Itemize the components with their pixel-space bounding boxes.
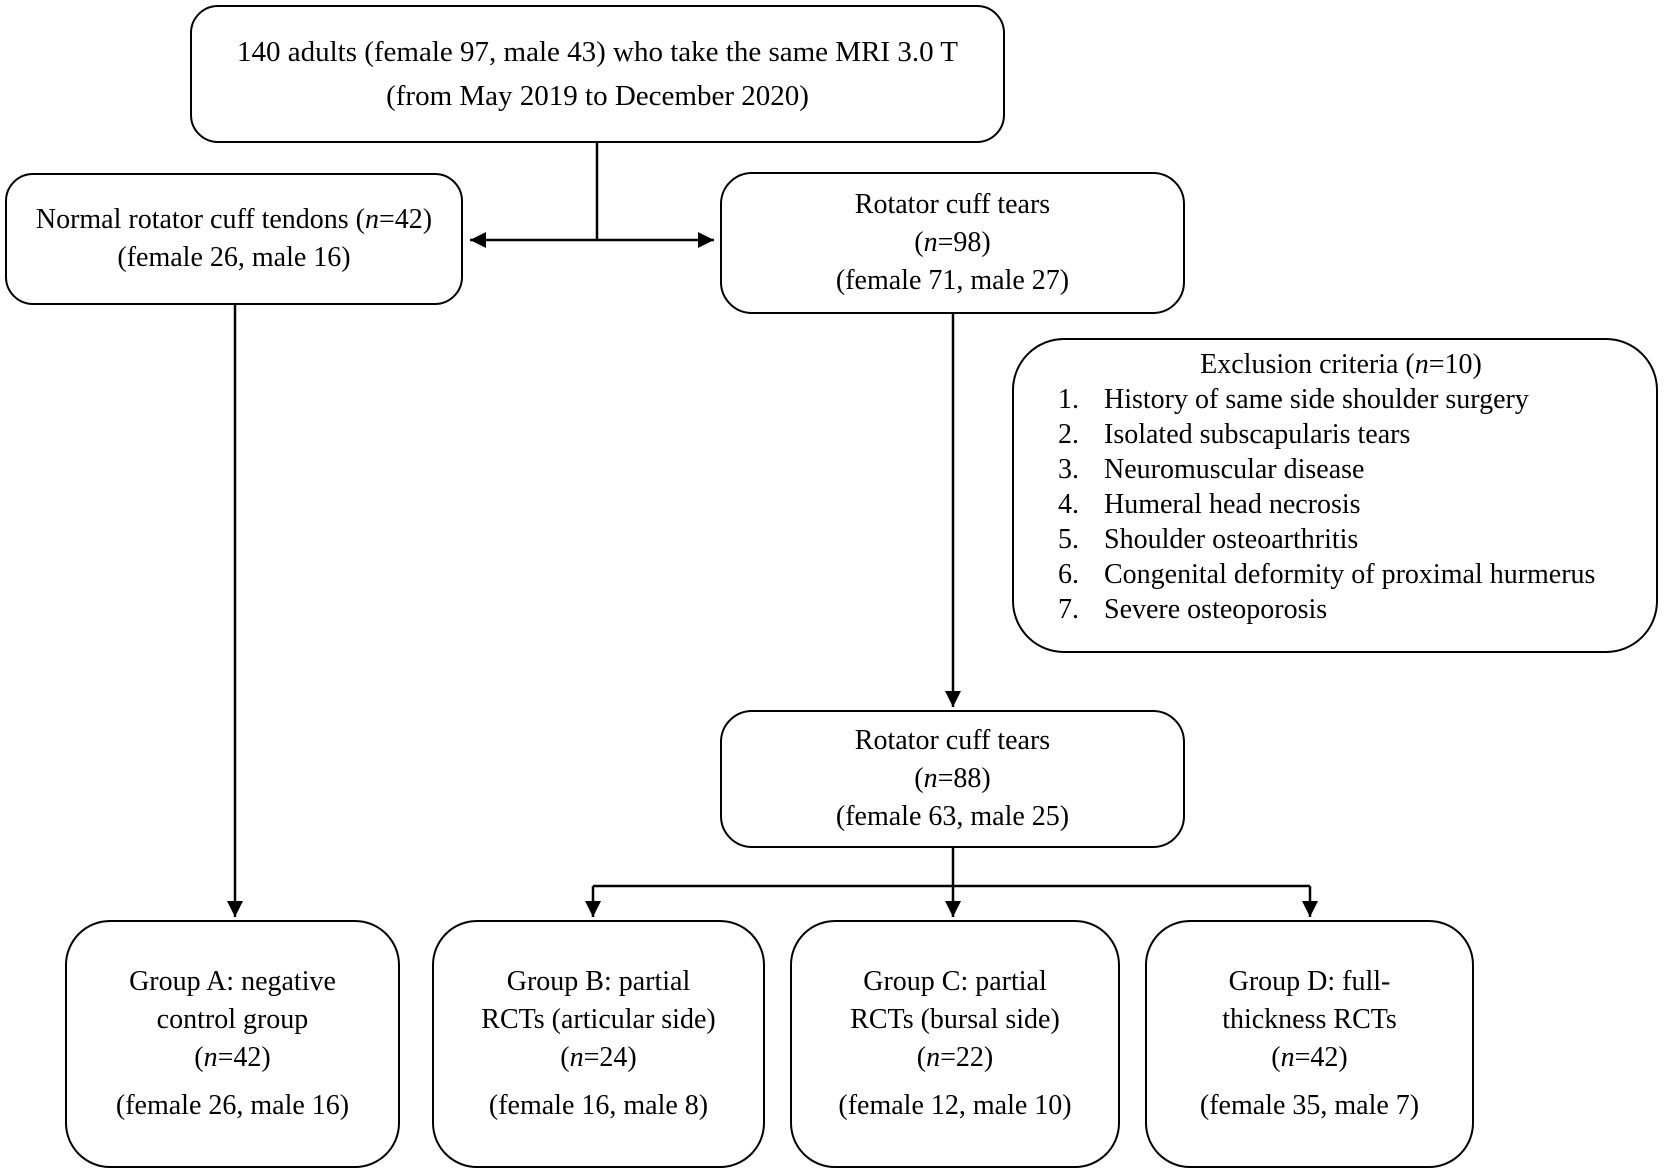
exclusion-item-number: 2. xyxy=(1058,419,1079,450)
normal-tendons-line-1: Normal rotator cuff tendons (n=42) xyxy=(35,204,433,235)
tears88-line-3: (female 63, male 25) xyxy=(835,801,1070,832)
exclusion-item-text: History of same side shoulder surgery xyxy=(1104,384,1529,415)
exclusion-item-number: 7. xyxy=(1058,594,1079,625)
group-b-box: Group B: partial RCTs (articular side) (… xyxy=(432,920,765,1168)
exclusion-item: 1. History of same side shoulder surgery xyxy=(1044,382,1638,417)
exclusion-item: 7. Severe osteoporosis xyxy=(1044,592,1638,627)
group-b-sub: (female 16, male 8) xyxy=(488,1090,709,1121)
group-b-line-2: RCTs (articular side) xyxy=(481,1004,716,1035)
group-c-line-2: RCTs (bursal side) xyxy=(850,1004,1060,1035)
exclusion-item: 4. Humeral head necrosis xyxy=(1044,487,1638,522)
group-a-line-1: Group A: negative xyxy=(129,966,336,997)
tears88-line-1: Rotator cuff tears xyxy=(854,725,1051,756)
exclusion-item-number: 1. xyxy=(1058,384,1079,415)
tears98-line-3: (female 71, male 27) xyxy=(835,265,1070,296)
group-a-box: Group A: negative control group (n=42) (… xyxy=(65,920,400,1168)
exclusion-item: 5. Shoulder osteoarthritis xyxy=(1044,522,1638,557)
tears98-line-2: (n=98) xyxy=(914,227,991,258)
rotator-cuff-tears-n98-box: Rotator cuff tears (n=98) (female 71, ma… xyxy=(720,172,1185,314)
exclusion-item-number: 4. xyxy=(1058,489,1079,520)
tears98-line-1: Rotator cuff tears xyxy=(854,189,1051,220)
tears88-line-2: (n=88) xyxy=(914,763,991,794)
group-c-line-3: (n=22) xyxy=(916,1042,994,1073)
normal-tendons-box: Normal rotator cuff tendons (n=42) (fema… xyxy=(5,173,463,305)
exclusion-item-text: Severe osteoporosis xyxy=(1104,594,1328,625)
exclusion-item-number: 6. xyxy=(1058,559,1079,590)
exclusion-item-text: Isolated subscapularis tears xyxy=(1104,419,1411,450)
group-d-line-2: thickness RCTs xyxy=(1222,1004,1397,1035)
group-a-line-3: (n=42) xyxy=(194,1042,271,1073)
enrollment-box: 140 adults (female 97, male 43) who take… xyxy=(190,5,1005,143)
exclusion-item-text: Humeral head necrosis xyxy=(1104,489,1361,520)
group-b-line-3: (n=24) xyxy=(560,1042,637,1073)
normal-tendons-line-2: (female 26, male 16) xyxy=(117,242,351,273)
group-c-sub: (female 12, male 10) xyxy=(838,1090,1072,1121)
exclusion-criteria-box: Exclusion criteria (n=10) 1. History of … xyxy=(1012,338,1658,653)
exclusion-item-text: Shoulder osteoarthritis xyxy=(1104,524,1359,555)
group-c-box: Group C: partial RCTs (bursal side) (n=2… xyxy=(790,920,1120,1168)
group-c-line-1: Group C: partial xyxy=(863,966,1047,997)
group-d-sub: (female 35, male 7) xyxy=(1199,1090,1420,1121)
exclusion-item: 6. Congenital deformity of proximal hurm… xyxy=(1044,557,1638,592)
exclusion-item: 3. Neuromuscular disease xyxy=(1044,452,1638,487)
exclusion-item-text: Neuromuscular disease xyxy=(1104,454,1365,485)
exclusion-item-text: Congenital deformity of proximal hurmeru… xyxy=(1104,559,1596,590)
group-b-line-1: Group B: partial xyxy=(506,966,691,997)
exclusion-item-number: 3. xyxy=(1058,454,1079,485)
group-a-sub: (female 26, male 16) xyxy=(115,1090,350,1121)
exclusion-item: 2. Isolated subscapularis tears xyxy=(1044,417,1638,452)
enrollment-line-2: (from May 2019 to December 2020) xyxy=(386,80,809,112)
group-d-box: Group D: full- thickness RCTs (n=42) (fe… xyxy=(1145,920,1474,1168)
exclusion-item-number: 5. xyxy=(1058,524,1079,555)
enrollment-line-1: 140 adults (female 97, male 43) who take… xyxy=(236,36,959,68)
exclusion-title: Exclusion criteria (n=10) xyxy=(1200,349,1482,380)
group-d-line-1: Group D: full- xyxy=(1228,966,1391,997)
rotator-cuff-tears-n88-box: Rotator cuff tears (n=88) (female 63, ma… xyxy=(720,710,1185,848)
group-d-line-3: (n=42) xyxy=(1271,1042,1348,1073)
group-a-line-2: control group xyxy=(156,1004,309,1035)
